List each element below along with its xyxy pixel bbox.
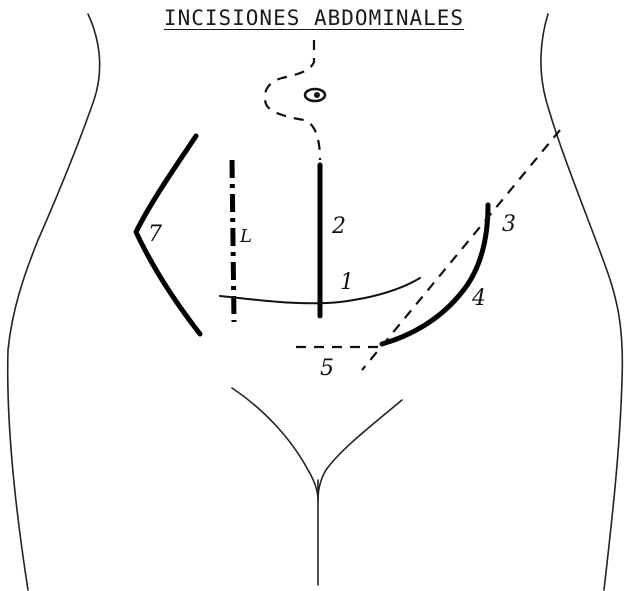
incision-4-inguinal (382, 205, 488, 344)
incision-3-oblique-dashed (362, 130, 560, 370)
torso-outline-left (8, 14, 100, 590)
label-7: 7 (148, 224, 162, 246)
label-5: 5 (320, 358, 334, 380)
label-4: 4 (472, 288, 486, 310)
label-l: L (240, 228, 252, 246)
incision-7-subcostal (136, 136, 200, 334)
umbilicus (305, 89, 325, 101)
label-2: 2 (332, 216, 346, 238)
torso-outline-right (541, 14, 622, 590)
groin-line-left (232, 388, 318, 500)
label-3: 3 (502, 214, 516, 236)
groin-line-right (318, 400, 402, 500)
label-1: 1 (340, 272, 354, 294)
